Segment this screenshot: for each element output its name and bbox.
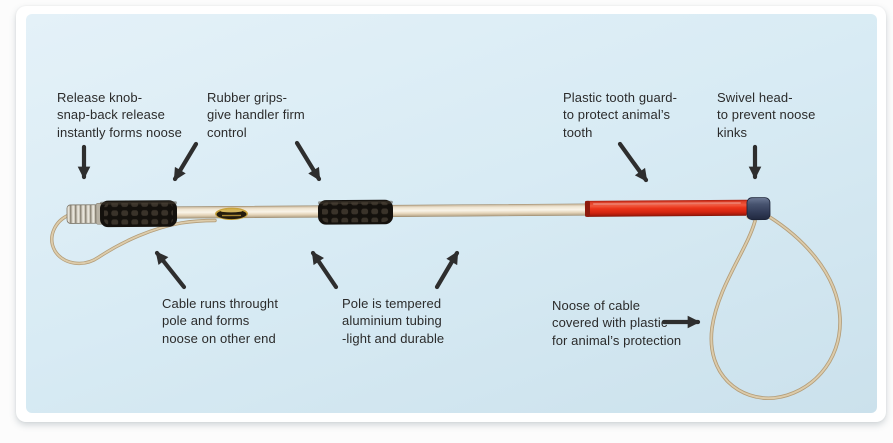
annotation-cable: Cable runs throught pole and forms noose… [162, 296, 279, 346]
annotation-pole: Pole is tempered aluminium tubing -light… [342, 296, 445, 346]
rubber-grip-front [99, 200, 178, 228]
tooth-guard [584, 199, 750, 217]
arrow-to-mid-grip [294, 140, 322, 182]
annotation-release-knob: Release knob- snap-back release instantl… [57, 90, 182, 140]
rubber-grip-mid [317, 199, 394, 225]
annotation-tooth-guard: Plastic tooth guard- to protect animal’s… [563, 90, 678, 140]
annotation-rubber-grips: Rubber grips- give handler firm control [207, 90, 305, 140]
noose-cable [709, 214, 842, 400]
arrow-from-cable-label [154, 250, 187, 290]
brand-label [215, 207, 249, 221]
cable-loop-left [50, 213, 217, 266]
arrow-from-pole-label-right [434, 250, 460, 290]
arrow-to-front-grip [172, 141, 199, 182]
annotation-swivel-head: Swivel head- to prevent noose kinks [717, 90, 816, 140]
annotation-noose: Noose of cable covered with plastic for … [552, 298, 682, 348]
release-knob [66, 204, 100, 224]
arrow-to-tooth-guard [617, 141, 649, 183]
swivel-head [746, 197, 771, 221]
arrow-from-pole-label-left [310, 250, 339, 290]
